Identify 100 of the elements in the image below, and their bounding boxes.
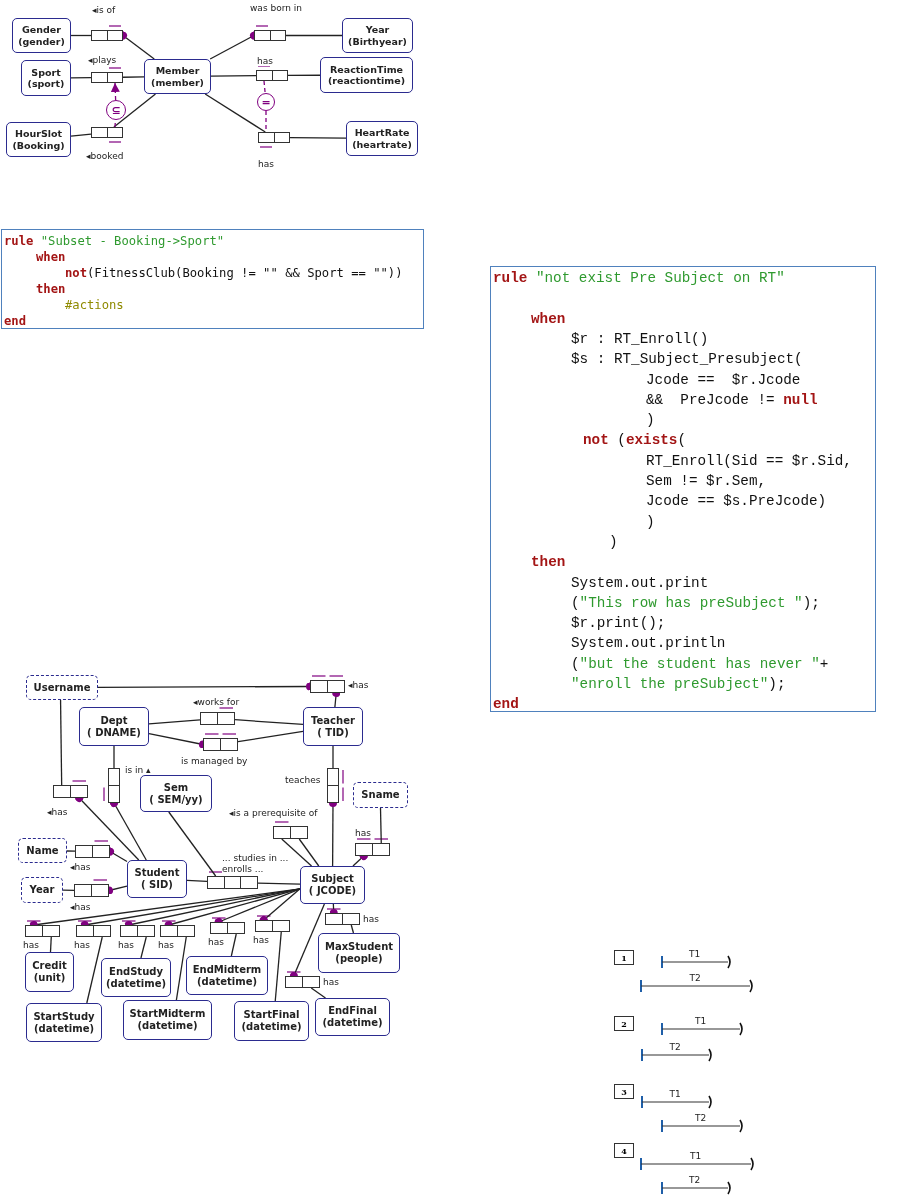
role-box [203,738,238,751]
interval-label: T2 [669,1042,681,1052]
role-label: has [363,914,379,924]
entity-type-box [144,59,211,94]
type-name: StartFinal [243,1009,300,1021]
reference-mode: (member) [151,76,204,88]
entity-type-box [12,18,71,53]
reference-mode: (Booking) [12,139,65,151]
code-line: ("but the student has never "+ [571,654,829,674]
role-label: ◂works for [193,697,240,707]
interval-label: T1 [689,949,701,959]
code-line: ) [609,532,618,552]
entity-type-box [79,707,149,746]
role-box [91,72,123,83]
code-line: System.out.println [571,634,726,654]
type-name: ReactionTime [330,63,403,75]
reference-mode: (people) [335,953,383,965]
role-label: has [323,977,339,987]
role-box [325,913,360,925]
interval-label: T2 [689,1175,701,1185]
type-name: EndMidterm [192,963,262,976]
code-line: "enroll the preSubject"); [571,675,786,694]
code-line: then [531,553,566,573]
type-name: Student [134,867,180,879]
entity-type-box [26,1003,102,1042]
role-box [210,922,245,934]
code-line: not(FitnessClub(Booking != "" && Sport == "")) [65,265,403,281]
reference-mode: ( DNAME) [87,726,141,739]
reference-mode: (datetime) [137,1020,198,1032]
entity-type-box [342,18,413,53]
case-number: 4 [621,1145,627,1156]
code-line: not (exists( [583,431,686,451]
code-line: #actions [65,297,124,313]
connector-line [332,745,334,769]
role-box [160,925,195,937]
type-name: HourSlot [14,128,63,140]
case-number-box [614,1016,634,1031]
role-label: has [253,935,269,945]
role-box [76,925,111,937]
reference-mode: ( SEM/yy) [149,793,203,806]
type-name: Sport [31,66,61,78]
role-label: has [258,159,274,169]
connector-line [230,933,237,957]
connector-line [59,699,63,786]
connector-line [350,924,355,934]
role-label: ◂has [47,807,68,817]
role-box [75,845,110,858]
value-type-box [26,675,98,700]
type-name: Gender [22,24,61,36]
entity-type-box [21,60,71,96]
reference-mode: (datetime) [322,1017,383,1029]
connector-line [310,987,327,999]
role-label: ◂booked [86,151,124,161]
reference-mode: (Birthyear) [348,35,407,47]
connector-line [86,936,103,1004]
type-name: StartStudy [33,1010,95,1023]
connector-line [113,93,157,128]
reference-mode: ( TID) [317,726,349,739]
entity-type-box [318,933,400,973]
type-name: Member [155,65,200,77]
entity-type-box [300,866,365,904]
connector-line [175,936,187,1001]
constraint-symbol: = [261,96,271,108]
case-number-box [614,950,634,965]
type-name: StartMidterm [129,1008,206,1020]
type-name: MaxStudent [324,941,394,953]
code-line: rule "not exist Pre Subject on RT" [493,269,785,288]
constraint-circle [106,100,126,120]
entity-type-box [320,57,413,93]
connector-line [168,811,217,877]
entity-type-box [127,860,187,898]
code-line: $s : RT_Subject_Presubject( [571,350,803,370]
type-name: Dept [100,714,128,727]
role-box [254,30,286,41]
role-label: has [208,937,224,947]
role-box [120,925,155,937]
type-name: Credit [32,960,67,972]
code-block [1,229,424,329]
role-box [91,30,123,41]
role-label: ◂is of [92,5,116,15]
connector-line [379,807,382,844]
role-label: teaches [285,775,321,785]
code-line: System.out.print [571,573,709,593]
value-type-box [18,838,67,863]
role-label: ◂is a prerequisite of [229,808,318,818]
role-box [258,132,290,143]
connector-line [140,936,147,959]
connector-line [298,838,320,867]
reference-mode: (reactiontime) [327,75,406,87]
entity-type-box [25,952,74,992]
type-name: HeartRate [354,127,410,139]
case-number-box [614,1084,634,1099]
connector-line [285,34,343,37]
code-line: $r.print(); [571,614,666,634]
code-line: ("This row has preSubject "); [571,593,820,613]
code-line: Sem != $r.Sem, [646,472,767,491]
entity-type-box [123,1000,212,1040]
connector-line [204,93,266,133]
connector-line [70,34,92,37]
reference-mode: (sport) [27,78,65,90]
